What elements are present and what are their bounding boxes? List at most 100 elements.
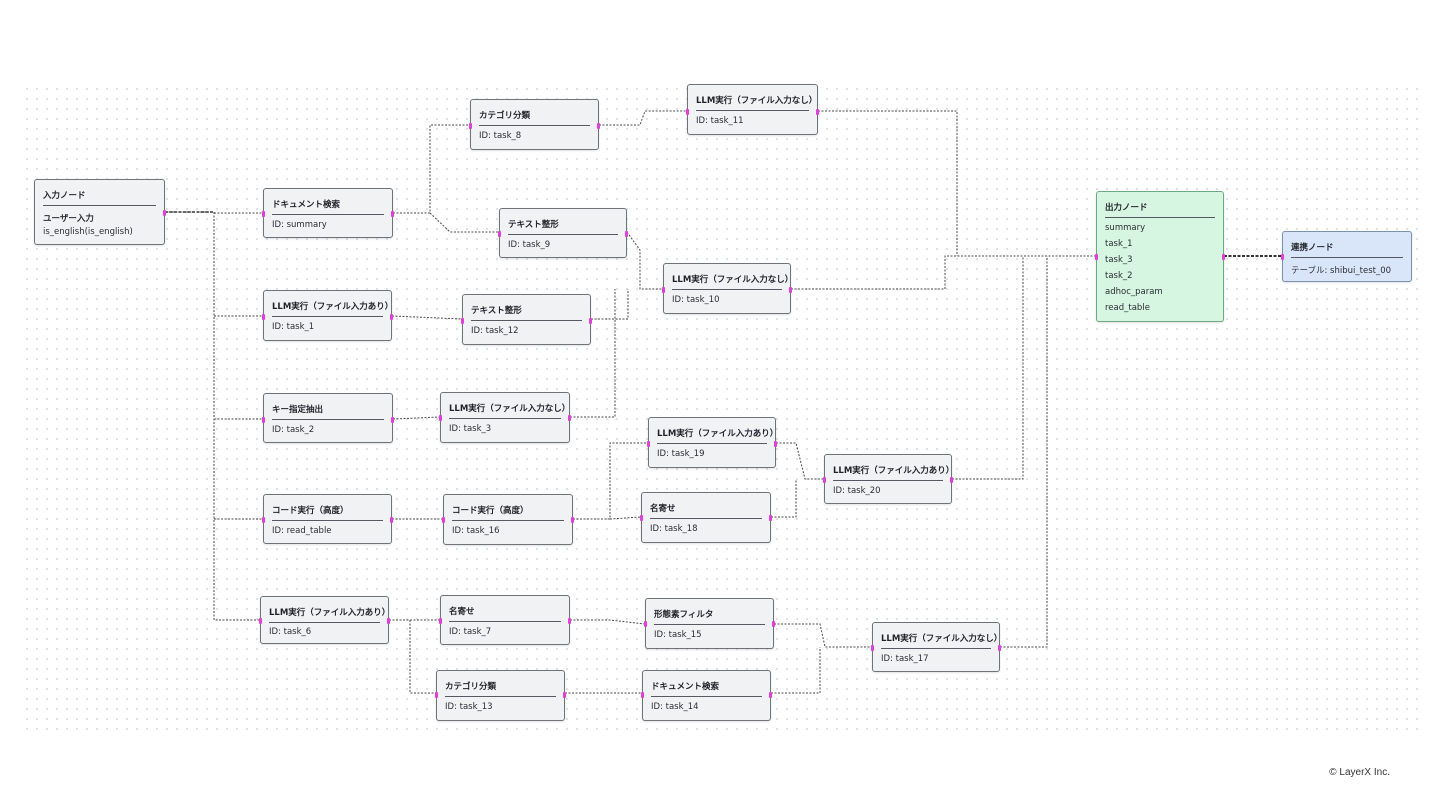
output-port[interactable] — [998, 645, 1001, 651]
node-id: ID: task_20 — [833, 486, 881, 496]
input-port[interactable] — [686, 109, 689, 115]
node-task-8[interactable]: カテゴリ分類 ID: task_8 — [469, 99, 600, 150]
output-item: task_1 — [1105, 239, 1133, 249]
node-id: ID: task_12 — [471, 326, 519, 336]
node-id: ID: summary — [272, 220, 327, 230]
output-port[interactable] — [625, 231, 628, 237]
node-task-20[interactable]: LLM実行（ファイル入力あり） ID: task_20 — [823, 454, 954, 504]
node-title: LLM実行（ファイル入力あり） — [269, 606, 390, 623]
node-title: カテゴリ分類 — [479, 109, 590, 126]
node-id: ID: task_17 — [881, 654, 929, 664]
node-task-1[interactable]: LLM実行（ファイル入力あり） ID: task_1 — [262, 290, 393, 341]
input-port[interactable] — [644, 621, 647, 627]
input-port[interactable] — [647, 441, 650, 447]
output-port[interactable] — [597, 123, 600, 129]
node-task-3[interactable]: LLM実行（ファイル入力なし） ID: task_3 — [439, 392, 571, 443]
output-port[interactable] — [769, 692, 772, 698]
node-id: ID: read_table — [272, 526, 332, 536]
node-title: LLM実行（ファイル入力あり） — [833, 464, 954, 481]
node-task-9[interactable]: テキスト整形 ID: task_9 — [498, 208, 628, 258]
node-title: LLM実行（ファイル入力なし） — [696, 94, 817, 111]
input-port[interactable] — [871, 645, 874, 651]
output-port[interactable] — [391, 417, 394, 423]
node-task-13[interactable]: カテゴリ分類 ID: task_13 — [435, 670, 566, 721]
output-item: task_2 — [1105, 271, 1133, 281]
output-port[interactable] — [163, 210, 166, 216]
output-port[interactable] — [563, 692, 566, 698]
output-port[interactable] — [571, 517, 574, 523]
output-port[interactable] — [816, 109, 819, 115]
node-id: ID: task_19 — [657, 449, 705, 459]
input-port[interactable] — [469, 123, 472, 129]
input-port[interactable] — [1095, 254, 1098, 260]
output-item: summary — [1105, 223, 1146, 233]
node-title: コード実行（高度） — [272, 504, 383, 521]
output-port[interactable] — [391, 211, 394, 217]
node-title: テキスト整形 — [471, 304, 582, 321]
input-port[interactable] — [259, 618, 262, 624]
input-port[interactable] — [439, 415, 442, 421]
node-task-7[interactable]: 名寄せ ID: task_7 — [439, 595, 571, 645]
input-port[interactable] — [435, 692, 438, 698]
input-port[interactable] — [439, 618, 442, 624]
node-read-table[interactable]: コード実行（高度） ID: read_table — [262, 494, 393, 544]
link-node[interactable]: 連携ノード テーブル: shibui_test_00 — [1281, 231, 1412, 282]
input-port[interactable] — [461, 318, 464, 324]
copyright-text: © LayerX Inc. — [1329, 767, 1390, 778]
node-task-2[interactable]: キー指定抽出 ID: task_2 — [262, 393, 394, 443]
node-task-6[interactable]: LLM実行（ファイル入力あり） ID: task_6 — [259, 596, 390, 644]
node-summary[interactable]: ドキュメント検索 ID: summary — [262, 188, 394, 238]
input-port[interactable] — [823, 477, 826, 483]
node-id: ID: task_14 — [651, 702, 699, 712]
input-port[interactable] — [498, 231, 501, 237]
node-id: ID: task_8 — [479, 131, 522, 141]
output-port[interactable] — [789, 287, 792, 293]
node-id: ID: task_7 — [449, 627, 492, 637]
output-port[interactable] — [772, 621, 775, 627]
node-title: コード実行（高度） — [452, 504, 564, 521]
output-port[interactable] — [568, 618, 571, 624]
node-task-12[interactable]: テキスト整形 ID: task_12 — [461, 294, 592, 345]
input-port[interactable] — [1281, 254, 1284, 260]
node-id: ID: task_9 — [508, 240, 551, 250]
node-id: ID: task_3 — [449, 424, 492, 434]
input-port[interactable] — [662, 287, 665, 293]
node-title: 連携ノード — [1291, 241, 1403, 258]
input-port[interactable] — [262, 517, 265, 523]
node-task-11[interactable]: LLM実行（ファイル入力なし） ID: task_11 — [686, 84, 819, 135]
input-port[interactable] — [641, 692, 644, 698]
node-task-16[interactable]: コード実行（高度） ID: task_16 — [442, 494, 574, 545]
output-item: read_table — [1105, 303, 1150, 313]
node-task-14[interactable]: ドキュメント検索 ID: task_14 — [641, 670, 772, 721]
node-id: ID: task_15 — [654, 630, 702, 640]
node-task-17[interactable]: LLM実行（ファイル入力なし） ID: task_17 — [871, 622, 1002, 672]
input-node[interactable]: 入力ノード ユーザー入力 is_english(is_english) — [34, 179, 166, 245]
node-task-10[interactable]: LLM実行（ファイル入力なし） ID: task_10 — [662, 263, 793, 314]
output-port[interactable] — [387, 618, 390, 624]
output-port[interactable] — [950, 477, 953, 483]
output-port[interactable] — [589, 318, 592, 324]
node-title: 入力ノード — [43, 189, 156, 206]
output-port[interactable] — [390, 314, 393, 320]
output-port[interactable] — [390, 517, 393, 523]
output-item: task_3 — [1105, 255, 1133, 265]
output-port[interactable] — [769, 515, 772, 521]
node-id: ID: task_6 — [269, 627, 312, 637]
input-port[interactable] — [442, 517, 445, 523]
node-label: ユーザー入力 — [43, 214, 94, 224]
node-title: テキスト整形 — [508, 218, 618, 235]
output-node[interactable]: 出力ノード summary task_1 task_3 task_2 adhoc… — [1095, 191, 1225, 322]
input-port[interactable] — [262, 417, 265, 423]
output-port[interactable] — [1222, 254, 1225, 260]
node-title: ドキュメント検索 — [272, 198, 384, 215]
output-port[interactable] — [568, 415, 571, 421]
input-port[interactable] — [262, 314, 265, 320]
node-id: ID: task_2 — [272, 425, 315, 435]
input-port[interactable] — [640, 515, 643, 521]
node-task-15[interactable]: 形態素フィルタ ID: task_15 — [644, 598, 775, 649]
node-title: LLM実行（ファイル入力なし） — [881, 632, 1002, 649]
input-port[interactable] — [262, 211, 265, 217]
node-task-18[interactable]: 名寄せ ID: task_18 — [640, 492, 772, 543]
node-task-19[interactable]: LLM実行（ファイル入力あり） ID: task_19 — [647, 417, 778, 468]
output-port[interactable] — [774, 441, 777, 447]
